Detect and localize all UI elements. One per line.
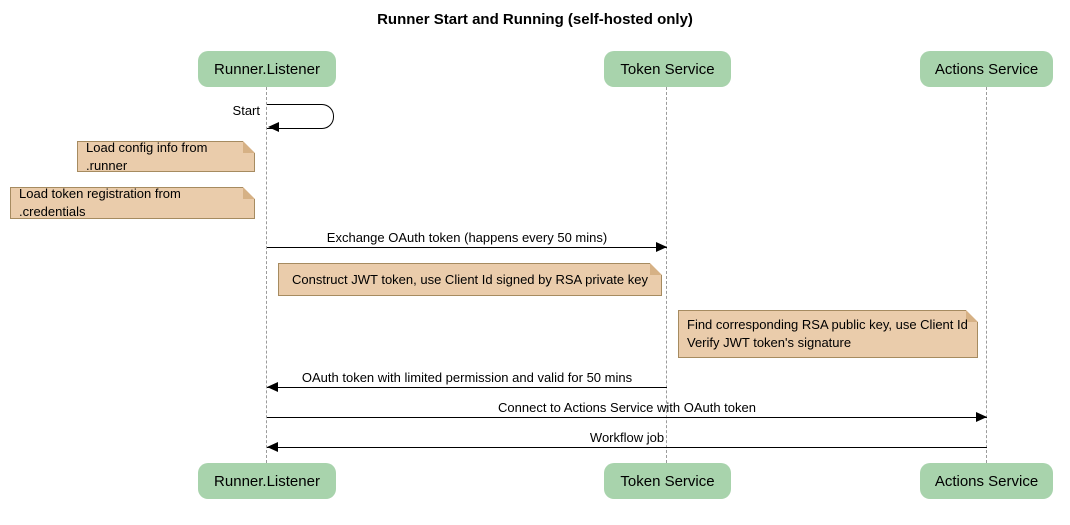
- self-message-loop: [267, 104, 334, 129]
- note-load-config: Load config info from .runner: [77, 139, 255, 173]
- arrowhead-right-icon: [976, 412, 987, 422]
- note-text: Load token registration from .credential…: [19, 186, 181, 219]
- message-line-connect-actions: [267, 417, 987, 418]
- message-label-oauth-token-return: OAuth token with limited permission and …: [301, 370, 633, 385]
- message-label-exchange-oauth: Exchange OAuth token (happens every 50 m…: [326, 230, 608, 245]
- lifeline-token-service: [666, 87, 667, 463]
- note-fold-icon: [966, 310, 978, 322]
- message-label-start: Start: [232, 103, 260, 118]
- participant-token-service-top: Token Service: [604, 51, 731, 87]
- participant-runner-listener-bottom: Runner.Listener: [198, 463, 336, 499]
- note-fold-icon: [650, 263, 662, 275]
- lifeline-runner-listener: [266, 87, 267, 463]
- note-construct-jwt: Construct JWT token, use Client Id signe…: [278, 263, 662, 296]
- lifeline-actions-service: [986, 87, 987, 463]
- message-label-workflow-job: Workflow job: [589, 430, 665, 445]
- note-fold-icon: [243, 187, 255, 199]
- note-load-token-registration: Load token registration from .credential…: [10, 186, 255, 219]
- arrowhead-left-icon: [267, 382, 278, 392]
- note-text: Construct JWT token, use Client Id signe…: [292, 271, 648, 287]
- participant-actions-service-bottom: Actions Service: [920, 463, 1053, 499]
- message-line-workflow-job: [267, 447, 987, 448]
- note-fold-icon: [243, 141, 255, 153]
- arrowhead-left-icon: [268, 122, 279, 132]
- participant-runner-listener-top: Runner.Listener: [198, 51, 336, 87]
- message-line-oauth-token-return: [267, 387, 667, 388]
- note-verify-jwt: Find corresponding RSA public key, use C…: [678, 310, 978, 358]
- message-line-exchange-oauth: [267, 247, 667, 248]
- participant-actions-service-top: Actions Service: [920, 51, 1053, 87]
- message-label-connect-actions: Connect to Actions Service with OAuth to…: [498, 400, 756, 415]
- note-text: Find corresponding RSA public key, use C…: [687, 317, 968, 350]
- arrowhead-right-icon: [656, 242, 667, 252]
- participant-token-service-bottom: Token Service: [604, 463, 731, 499]
- diagram-title: Runner Start and Running (self-hosted on…: [377, 11, 693, 28]
- note-text: Load config info from .runner: [86, 139, 208, 173]
- arrowhead-left-icon: [267, 442, 278, 452]
